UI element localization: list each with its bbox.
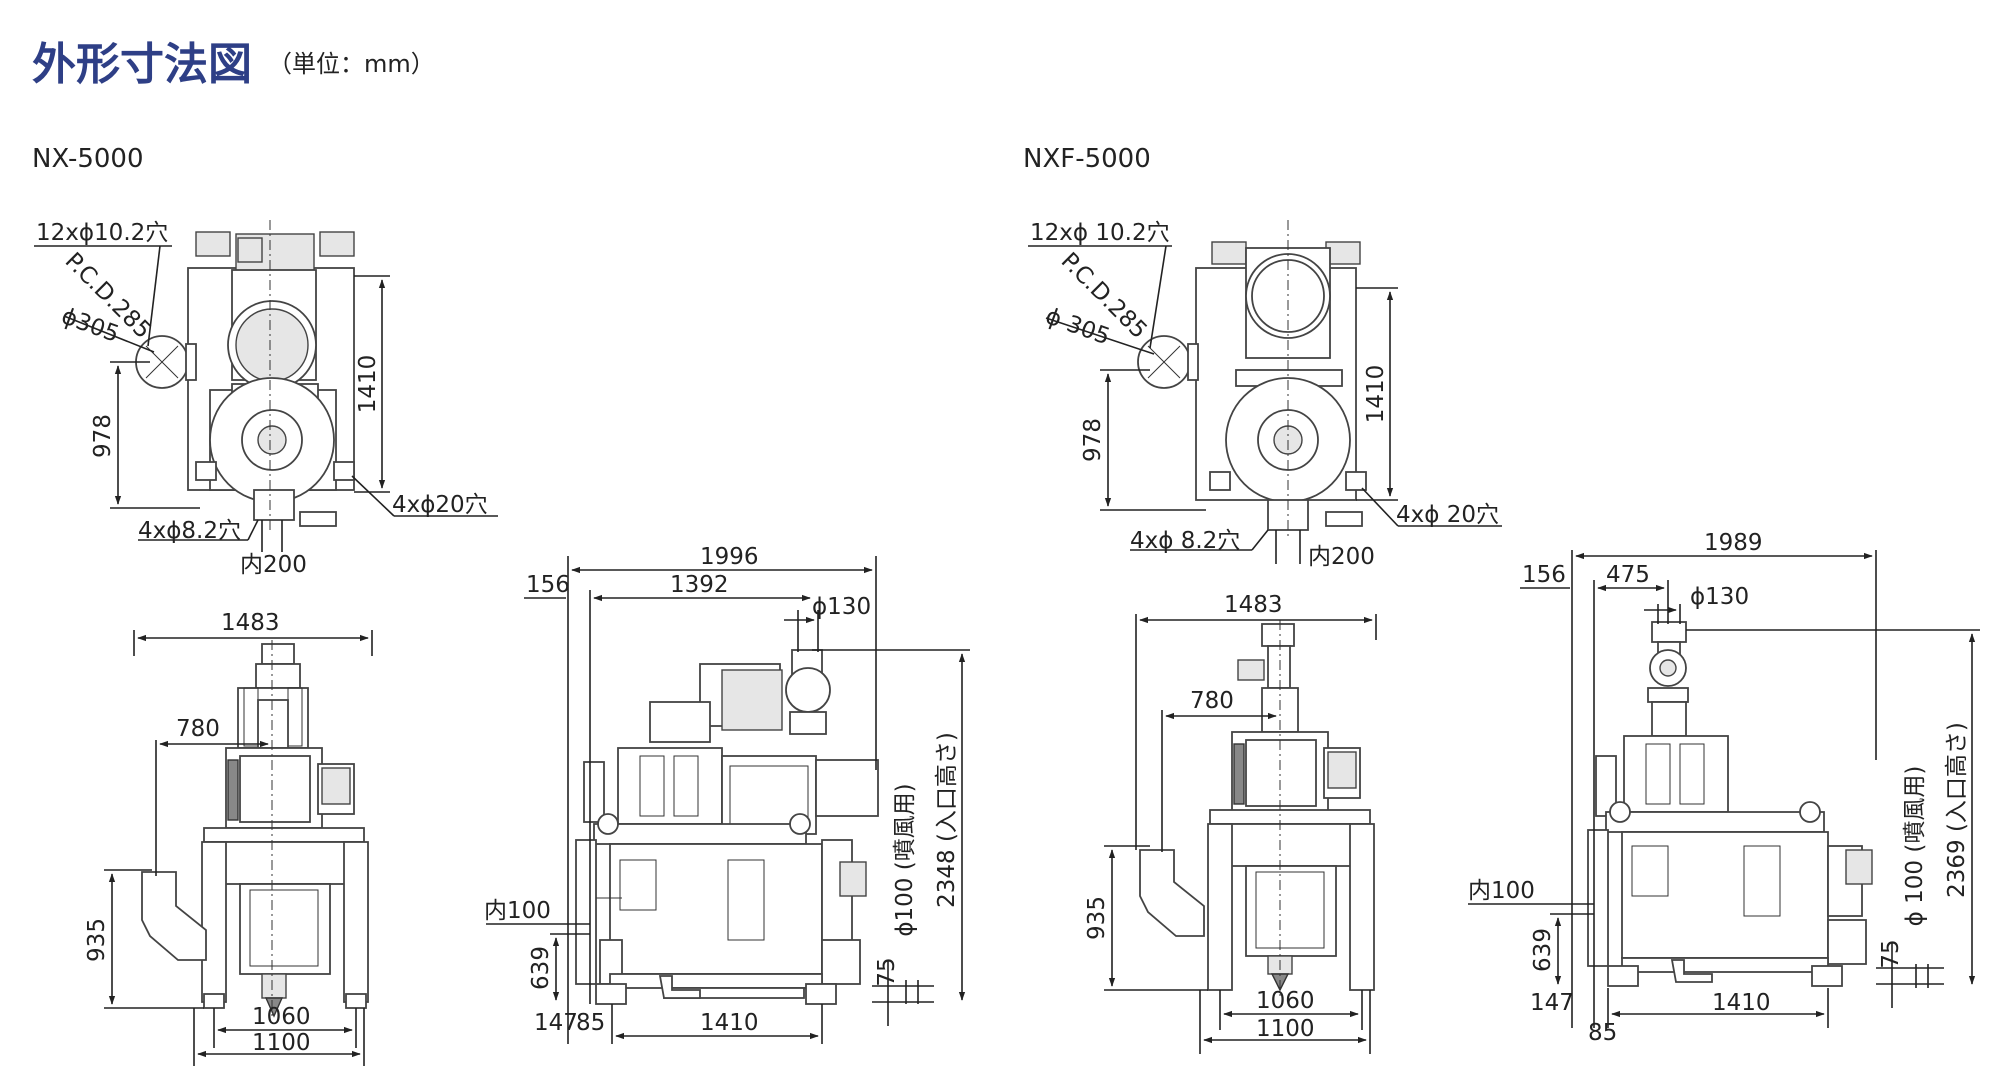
nxf5000-side-view: 1989 156 475 ϕ130 2369 (入口高さ) ϕ 100 (噴風用…	[1468, 530, 1980, 1046]
nxf-front-dim-935: 935	[1084, 896, 1110, 940]
nx-front-dim-780: 780	[176, 716, 220, 742]
nxf-side-dia-100: ϕ 100 (噴風用)	[1902, 766, 1928, 927]
nx-side-dim-1392: 1392	[670, 572, 729, 598]
nxf-top-dim-978: 978	[1080, 418, 1106, 462]
nxf-top-holes-4x20: 4xϕ 20穴	[1396, 502, 1499, 528]
nx-front-dim-1100: 1100	[252, 1030, 311, 1056]
nx-front-dim-935: 935	[84, 918, 110, 962]
nxf-side-dim-639: 639	[1530, 928, 1556, 972]
nx-side-dim-147: 147	[534, 1010, 578, 1036]
nxf-top-inner-200: 内200	[1308, 544, 1375, 570]
nxf-side-dim-475: 475	[1606, 562, 1650, 588]
nx5000-front-machine	[141, 640, 369, 1020]
nx-side-dia-100: ϕ100 (噴風用)	[892, 783, 918, 936]
nx-side-dim-85: 85	[576, 1010, 605, 1036]
nx-front-dim-1060: 1060	[252, 1004, 311, 1030]
unit-label: （単位：mm）	[268, 50, 435, 78]
nx-side-dim-156: 156	[526, 572, 570, 598]
nx5000-top-view: 1410 978 12xϕ10.2穴 P.C.D.285 ϕ305 4xϕ20穴…	[34, 220, 498, 578]
nxf-front-dim-780: 780	[1190, 688, 1234, 714]
nxf-front-dim-1100: 1100	[1256, 1016, 1315, 1042]
model-name-nxf5000: NXF-5000	[1023, 144, 1151, 174]
nx-side-dim-75: 75	[874, 957, 900, 986]
nx5000-front-view: 1483 780 935 1060 1100	[84, 610, 373, 1066]
nx-side-dim-1410: 1410	[700, 1010, 759, 1036]
nx-top-holes-4x82: 4xϕ8.2穴	[138, 518, 241, 544]
nx-top-holes-4x20: 4xϕ20穴	[392, 492, 488, 518]
nxf-side-dim-156: 156	[1522, 562, 1566, 588]
nx-side-dim-1996: 1996	[700, 544, 759, 570]
nxf-top-holes-12: 12xϕ 10.2穴	[1030, 220, 1170, 246]
nx-side-dia-130: ϕ130	[812, 594, 871, 620]
nxf-side-dim-1989: 1989	[1704, 530, 1763, 556]
nxf-side-dia-130: ϕ130	[1690, 584, 1749, 610]
nxf-side-dim-75: 75	[1878, 939, 1904, 968]
nxf-side-dim-1410: 1410	[1712, 990, 1771, 1016]
nxf5000-top-view: 1410 978 12xϕ 10.2穴 P.C.D.285 ϕ 305 4xϕ …	[1028, 220, 1502, 570]
nxf-front-dim-1060: 1060	[1256, 988, 1315, 1014]
nx-side-dim-639: 639	[528, 946, 554, 990]
nx5000-top-machine	[135, 220, 355, 530]
nx-side-inner-100: 内100	[484, 898, 551, 924]
nx-front-dim-1483: 1483	[221, 610, 280, 636]
nxf5000-top-machine	[1137, 220, 1367, 540]
nx5000-side-view: 1996 156 1392 ϕ130 2348 (入口高さ) ϕ100 (噴風用…	[484, 544, 970, 1044]
nxf-side-inner-100: 内100	[1468, 878, 1535, 904]
nxf-side-dim-85: 85	[1588, 1020, 1617, 1046]
nx5000-side-machine	[575, 649, 879, 1005]
nxf-side-dim-2369: 2369 (入口高さ)	[1944, 722, 1970, 898]
nx-top-holes-12: 12xϕ10.2穴	[36, 220, 168, 246]
nx-side-dim-2348: 2348 (入口高さ)	[934, 732, 960, 908]
model-name-nx5000: NX-5000	[32, 144, 144, 174]
nxf-top-holes-4x82: 4xϕ 8.2穴	[1130, 528, 1240, 554]
page-title: 外形寸法図	[32, 39, 252, 90]
nx-top-dim-1410: 1410	[355, 355, 381, 414]
nx-top-dim-978: 978	[90, 414, 116, 458]
nxf5000-front-view: 1483 780 935 1060 1100	[1084, 592, 1377, 1054]
nxf-side-dim-147: 147	[1530, 990, 1574, 1016]
nxf-front-dim-1483: 1483	[1224, 592, 1283, 618]
nxf5000-front-machine	[1139, 620, 1375, 1000]
nxf5000-side-machine	[1587, 621, 1873, 987]
nx-top-inner-200: 内200	[240, 552, 307, 578]
nxf-top-dim-1410: 1410	[1363, 365, 1389, 424]
